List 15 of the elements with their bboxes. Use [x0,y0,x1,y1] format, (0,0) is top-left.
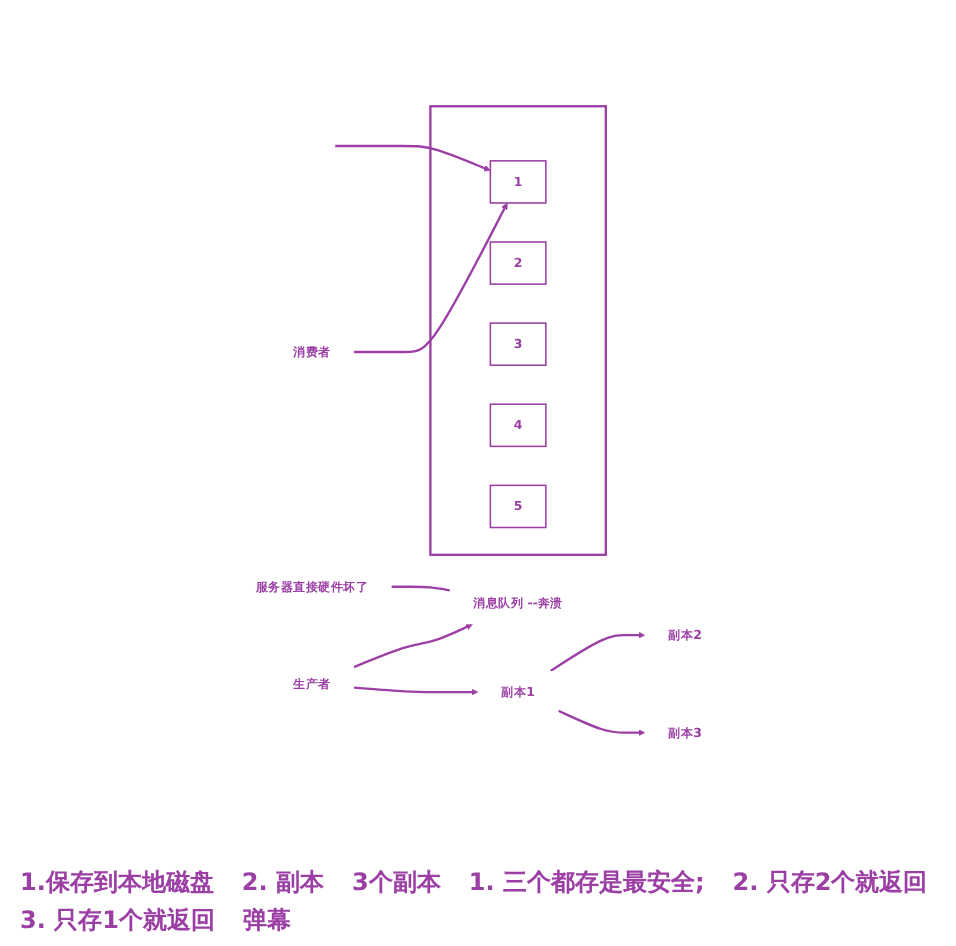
note-text: 3个副本 [352,866,441,900]
arrow [549,630,645,672]
connector [390,584,450,591]
arrow [353,201,507,353]
arrow [353,685,478,695]
note-text: 1.保存到本地磁盘 [20,866,214,900]
note-text: 2. 只存2个就返回 [732,866,928,900]
arrow [352,622,473,668]
note-text: 弹幕 [242,904,291,938]
note-text: 3. 只存1个就返回 [20,904,215,938]
note-text: 2. 副本 [241,866,325,900]
arrow [334,143,490,171]
arrow [557,708,645,736]
cluster [428,104,607,555]
note-text: 1. 三个都存是最安全; [468,866,705,900]
